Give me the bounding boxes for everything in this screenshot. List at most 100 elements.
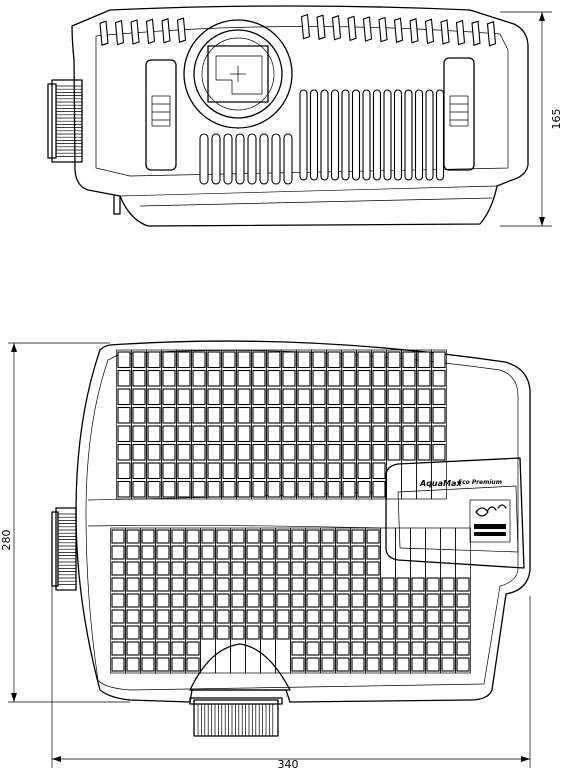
grille-cell	[156, 609, 170, 624]
grille-cell	[291, 609, 305, 624]
grille-cell	[456, 657, 470, 672]
grille-cell	[381, 641, 395, 656]
grille-cell	[162, 388, 176, 406]
vent-slat	[471, 20, 481, 46]
vent-slat	[378, 16, 388, 43]
grille-cell	[177, 369, 191, 387]
grille-cell	[321, 641, 335, 656]
grille-cell	[192, 425, 206, 443]
grille-cell	[246, 577, 260, 592]
grille-cell	[162, 443, 176, 461]
grille-cell	[222, 425, 236, 443]
grille-cell	[252, 443, 266, 461]
grille-cell	[111, 657, 125, 672]
grille-cell	[186, 657, 200, 672]
vent-slat	[331, 15, 342, 41]
grille-cell	[186, 593, 200, 608]
grille-cell	[396, 577, 410, 592]
grille-cell	[141, 561, 155, 576]
height-dimension: 165	[500, 11, 563, 227]
grille-cell	[141, 545, 155, 560]
grille-cell	[357, 369, 371, 387]
grille-cell	[411, 641, 425, 656]
grille-cell	[192, 369, 206, 387]
grille-cell	[381, 593, 395, 608]
grille-cell	[111, 561, 125, 576]
grille-cell	[282, 388, 296, 406]
grille-cell	[336, 577, 350, 592]
vent-slat	[409, 18, 419, 44]
grille-cell	[171, 625, 185, 640]
grille-cell	[441, 609, 455, 624]
vent-slot	[351, 89, 361, 181]
side-handle-left	[145, 59, 177, 171]
grille-cell	[171, 609, 185, 624]
grille-cell	[312, 425, 326, 443]
grille-cell	[306, 609, 320, 624]
grille-cell	[147, 425, 161, 443]
grille-cell	[141, 529, 155, 544]
top-view-upper-grille	[116, 349, 447, 500]
grille-cell	[111, 529, 125, 544]
grille-cell	[351, 545, 365, 560]
grille-cell	[312, 388, 326, 406]
vent-slot	[372, 89, 382, 181]
grille-cell	[396, 657, 410, 672]
grille-cell	[327, 425, 341, 443]
grille-cell	[306, 561, 320, 576]
vent-slot	[393, 89, 403, 181]
grille-cell	[291, 561, 305, 576]
side-view-body-outline	[71, 5, 529, 227]
grille-cell	[261, 625, 275, 640]
vent-slat	[300, 13, 311, 40]
grille-cell	[237, 388, 251, 406]
grille-cell	[237, 462, 251, 480]
grille-cell	[216, 593, 230, 608]
grille-cell	[351, 625, 365, 640]
grille-cell	[432, 388, 446, 406]
grille-cell	[366, 625, 380, 640]
grille-cell	[276, 593, 290, 608]
intake-ring	[183, 19, 293, 129]
vent-slot	[299, 89, 308, 181]
grille-column	[431, 349, 447, 500]
grille-cell	[426, 593, 440, 608]
grille-cell	[336, 641, 350, 656]
grille-cell	[276, 529, 290, 544]
grille-cell	[177, 406, 191, 424]
grille-cell	[297, 369, 311, 387]
grille-cell	[207, 388, 221, 406]
grille-cell	[426, 609, 440, 624]
grille-cell	[147, 406, 161, 424]
grille-cell	[366, 561, 380, 576]
grille-cell	[441, 657, 455, 672]
grille-cell	[207, 462, 221, 480]
grille-cell	[141, 657, 155, 672]
grille-cell	[252, 369, 266, 387]
side-foot-pin	[113, 195, 121, 215]
side-view-vent-slots	[199, 89, 445, 185]
grille-cell	[192, 462, 206, 480]
grille-cell	[162, 406, 176, 424]
grille-cell	[222, 480, 236, 498]
grille-cell	[432, 369, 446, 387]
top-view-body-outline	[75, 340, 531, 703]
grille-cell	[291, 545, 305, 560]
grille-cell	[186, 641, 200, 656]
grille-cell	[162, 462, 176, 480]
grille-cell	[426, 641, 440, 656]
grille-cell	[282, 462, 296, 480]
grille-cell	[201, 625, 215, 640]
grille-cell	[126, 625, 140, 640]
grille-cell	[417, 388, 431, 406]
grille-cell	[141, 609, 155, 624]
grille-cell	[156, 593, 170, 608]
grille-cell	[291, 577, 305, 592]
grille-cell	[342, 462, 356, 480]
vent-slat	[99, 20, 109, 46]
grille-cell	[207, 425, 221, 443]
grille-cell	[402, 443, 416, 461]
grille-cell	[171, 529, 185, 544]
grille-cell	[282, 369, 296, 387]
grille-cell	[126, 657, 140, 672]
